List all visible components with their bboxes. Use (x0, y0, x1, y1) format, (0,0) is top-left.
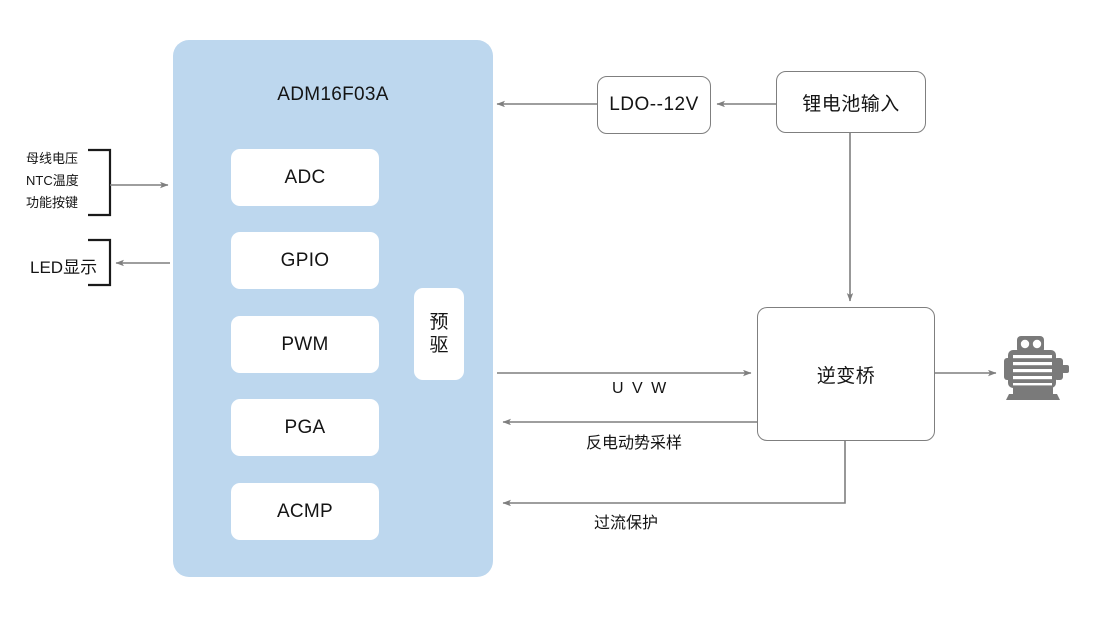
bemf-edge-label: 反电动势采样 (586, 435, 683, 452)
battery-input-block[interactable]: 锂电池输入 (776, 71, 926, 133)
inverter-bridge-label: 逆变桥 (816, 365, 876, 387)
predriver-label-line2: 驱 (429, 335, 449, 356)
led-display-bracket (88, 238, 112, 287)
sensor-input-line-1: 母线电压 (26, 151, 79, 166)
mcu-block-predriver[interactable]: 预 驱 (414, 288, 464, 380)
sensor-input-line-2: NTC温度 (26, 173, 79, 188)
electric-motor-icon (1002, 332, 1072, 409)
mcu-block-acmp[interactable]: ACMP (231, 483, 379, 540)
inverter-bridge-block[interactable]: 逆变桥 (757, 307, 935, 441)
mcu-block-gpio[interactable]: GPIO (231, 232, 379, 289)
ldo-block[interactable]: LDO--12V (597, 76, 711, 134)
mcu-block-acmp-label: ACMP (276, 500, 334, 522)
battery-input-label: 锂电池输入 (802, 93, 900, 115)
ldo-label: LDO--12V (609, 94, 699, 115)
mcu-block-adc[interactable]: ADC (231, 149, 379, 206)
mcu-block-pwm-label: PWM (281, 333, 329, 355)
uvw-edge-label: U V W (612, 380, 669, 397)
mcu-block-pwm[interactable]: PWM (231, 316, 379, 373)
wire-ocp-to-mcu (502, 441, 846, 507)
mcu-title: ADM16F03A (277, 84, 389, 105)
sensor-input-line-3: 功能按键 (26, 195, 79, 210)
mcu-block-pga[interactable]: PGA (231, 399, 379, 456)
predriver-label-line1: 预 (429, 311, 449, 333)
mcu-block-adc-label: ADC (284, 166, 326, 188)
mcu-block-pga-label: PGA (284, 416, 326, 438)
sensor-input-bracket (88, 148, 112, 217)
ocp-edge-label: 过流保护 (594, 515, 659, 532)
mcu-block-gpio-label: GPIO (280, 249, 330, 271)
led-display-label: LED显示 (30, 258, 98, 277)
